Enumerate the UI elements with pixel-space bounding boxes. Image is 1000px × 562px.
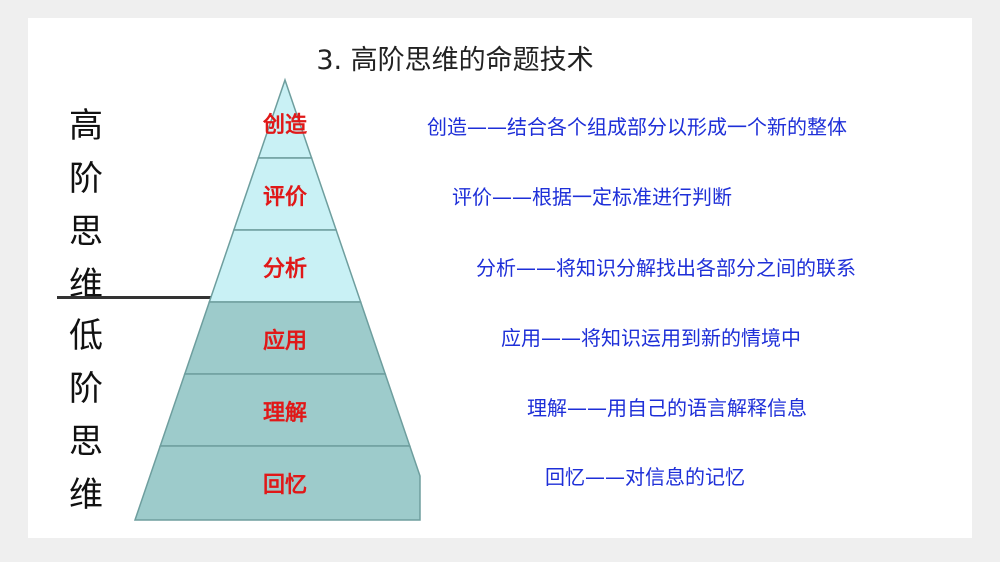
description-analyze: 分析——将知识分解找出各部分之间的联系 (476, 256, 856, 280)
level-label-evaluate: 评价 (262, 185, 307, 210)
char: 维 (69, 475, 103, 515)
char: 高 (69, 106, 103, 146)
char: 阶 (69, 159, 103, 199)
level-label-understand: 理解 (262, 401, 307, 426)
description-evaluate: 评价——根据一定标准进行判断 (452, 185, 732, 209)
description-understand: 理解——用自己的语言解释信息 (527, 396, 807, 420)
level-label-create: 创造 (262, 113, 307, 138)
level-label-analyze: 分析 (262, 257, 307, 282)
divider-line (57, 296, 213, 299)
pyramid-band (133, 445, 421, 521)
description-remember: 回忆——对信息的记忆 (545, 465, 745, 489)
char: 低 (69, 316, 103, 356)
high-order-label: 高 阶 思 维 (66, 100, 106, 312)
description-apply: 应用——将知识运用到新的情境中 (501, 326, 801, 350)
char: 阶 (69, 369, 103, 409)
char: 思 (69, 212, 103, 252)
slide-title: 3. 高阶思维的命题技术 (316, 45, 594, 76)
low-order-label: 低 阶 思 维 (66, 310, 106, 522)
char: 思 (69, 422, 103, 462)
level-label-remember: 回忆 (262, 473, 307, 498)
description-create: 创造——结合各个组成部分以形成一个新的整体 (427, 115, 847, 139)
level-label-apply: 应用 (262, 329, 307, 354)
